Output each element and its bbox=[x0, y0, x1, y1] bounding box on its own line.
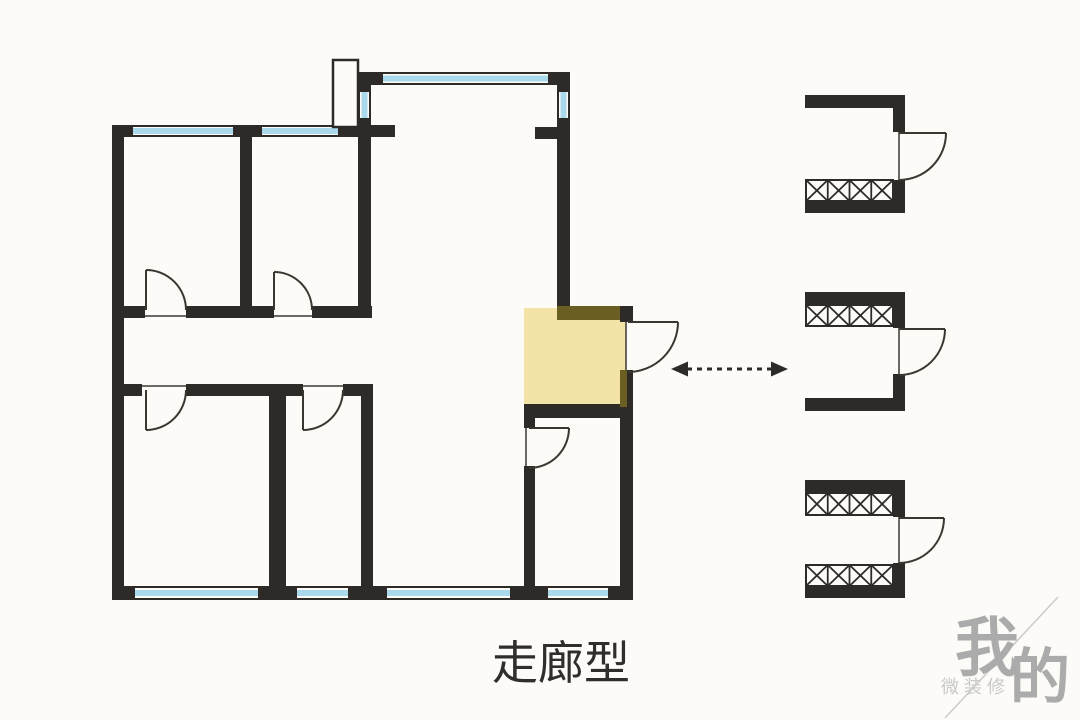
watermark: 我 的 微装修 bbox=[941, 596, 1070, 719]
wall-segment bbox=[805, 95, 905, 108]
window bbox=[383, 72, 548, 85]
door bbox=[898, 328, 946, 376]
option-wardrobe-bottom bbox=[805, 95, 947, 213]
watermark-subtext: 微装修 bbox=[941, 677, 1010, 697]
wall-segment bbox=[112, 125, 124, 600]
wall-segment bbox=[893, 292, 905, 328]
wardrobe-unit bbox=[805, 492, 894, 516]
watermark-char-1: 我 bbox=[955, 612, 1019, 684]
window bbox=[548, 586, 608, 600]
wall-segment bbox=[620, 370, 633, 600]
wall-segment bbox=[893, 480, 905, 517]
wall-segment bbox=[524, 466, 535, 586]
door bbox=[898, 517, 945, 564]
door bbox=[302, 385, 344, 431]
wall-segment bbox=[557, 72, 570, 312]
door bbox=[145, 269, 187, 317]
wall-segment bbox=[269, 384, 286, 586]
diagram-caption: 走廊型 bbox=[492, 637, 630, 689]
highlighted-wall bbox=[620, 370, 627, 407]
wardrobe-unit bbox=[805, 304, 894, 327]
wall-segment bbox=[893, 95, 905, 132]
arrow-head-right bbox=[771, 361, 788, 377]
door bbox=[142, 385, 187, 431]
window bbox=[135, 586, 258, 600]
main-plan-doors bbox=[142, 269, 679, 469]
windows bbox=[133, 72, 608, 600]
entry-door bbox=[625, 321, 679, 373]
wall-segment bbox=[893, 374, 905, 398]
wall-segment bbox=[186, 306, 274, 318]
wardrobe-unit bbox=[805, 564, 894, 587]
window bbox=[387, 586, 510, 600]
option-wardrobe-both bbox=[805, 480, 945, 598]
door bbox=[273, 271, 313, 317]
wall-segment bbox=[524, 418, 535, 428]
window bbox=[557, 92, 570, 118]
wardrobe-unit bbox=[805, 179, 894, 202]
wall-segment bbox=[361, 384, 373, 586]
watermark-slash bbox=[944, 596, 1059, 719]
wall-segment bbox=[805, 480, 905, 493]
wall-stub bbox=[535, 127, 557, 139]
wall-segment bbox=[805, 292, 905, 305]
entry-highlight-wall-overlap bbox=[557, 306, 627, 407]
entry-highlight-square bbox=[524, 308, 626, 406]
swap-arrow bbox=[671, 361, 788, 377]
door bbox=[525, 427, 570, 469]
wall-segment bbox=[805, 586, 905, 598]
option-wardrobe-top bbox=[805, 292, 946, 411]
wall-segment bbox=[620, 306, 633, 322]
wall-segment bbox=[805, 398, 905, 411]
wall-segment bbox=[524, 404, 633, 418]
door bbox=[898, 132, 947, 181]
wall-segment bbox=[805, 201, 905, 213]
wall-segment bbox=[112, 306, 145, 318]
window bbox=[358, 92, 371, 118]
wall-segment bbox=[240, 125, 252, 318]
watermark-char-2: 的 bbox=[1010, 644, 1070, 711]
shaft-outline bbox=[331, 58, 360, 129]
wall-segment bbox=[358, 85, 371, 318]
wall-segment bbox=[312, 306, 372, 318]
window bbox=[297, 586, 348, 600]
arrow-head-left bbox=[671, 361, 688, 377]
wall-segment bbox=[112, 384, 142, 396]
highlighted-wall bbox=[557, 306, 620, 320]
window bbox=[262, 125, 338, 137]
window bbox=[133, 125, 233, 137]
